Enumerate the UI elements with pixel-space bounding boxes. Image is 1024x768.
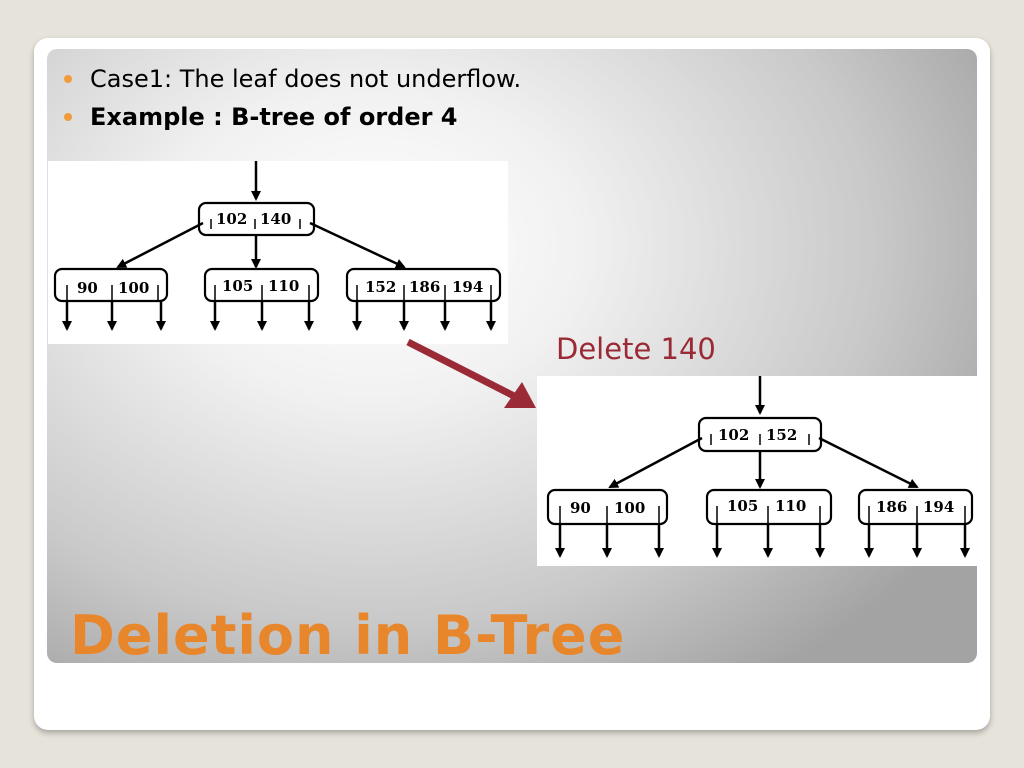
key-label: 152 bbox=[365, 278, 396, 296]
leaf-node bbox=[53, 267, 169, 303]
key-label: 186 bbox=[876, 498, 907, 516]
btree-before-diagram: 102 140 90 100 105 110 152 186 194 bbox=[48, 161, 508, 344]
key-label: 110 bbox=[775, 497, 806, 515]
key-label: 90 bbox=[77, 279, 98, 297]
edge-arrow bbox=[116, 221, 204, 269]
edge-arrow bbox=[608, 436, 703, 489]
leaf-node bbox=[345, 267, 502, 303]
key-label: 186 bbox=[409, 278, 440, 296]
key-label: 102 bbox=[718, 426, 749, 444]
leaf-node bbox=[705, 488, 833, 526]
key-label: 105 bbox=[222, 277, 253, 295]
slide-title: Deletion in B-Tree bbox=[70, 604, 626, 667]
bullet-list: Case1: The leaf does not underflow. Exam… bbox=[62, 60, 521, 136]
bullet-dot-icon bbox=[64, 113, 72, 121]
key-label: 140 bbox=[260, 210, 291, 228]
transition-arrow-icon bbox=[406, 338, 536, 408]
key-label: 110 bbox=[268, 277, 299, 295]
key-label: 102 bbox=[216, 210, 247, 228]
key-label: 194 bbox=[923, 498, 954, 516]
bullet-text: Example : B-tree of order 4 bbox=[90, 103, 458, 131]
edge-arrow bbox=[818, 436, 919, 489]
delete-action-label: Delete 140 bbox=[556, 332, 716, 366]
key-label: 100 bbox=[118, 279, 149, 297]
key-label: 194 bbox=[452, 278, 483, 296]
key-label: 100 bbox=[614, 499, 645, 517]
bullet-dot-icon bbox=[64, 75, 72, 83]
key-label: 105 bbox=[727, 497, 758, 515]
key-label: 90 bbox=[570, 499, 591, 517]
btree-after-diagram: 102 152 90 100 105 110 186 194 bbox=[537, 376, 977, 566]
edge-arrow bbox=[309, 221, 406, 269]
key-label: 152 bbox=[766, 426, 797, 444]
bullet-text: Case1: The leaf does not underflow. bbox=[90, 65, 522, 93]
bullet-item: Case1: The leaf does not underflow. bbox=[62, 60, 521, 98]
bullet-item: Example : B-tree of order 4 bbox=[62, 98, 521, 136]
leaf-node bbox=[857, 488, 974, 526]
